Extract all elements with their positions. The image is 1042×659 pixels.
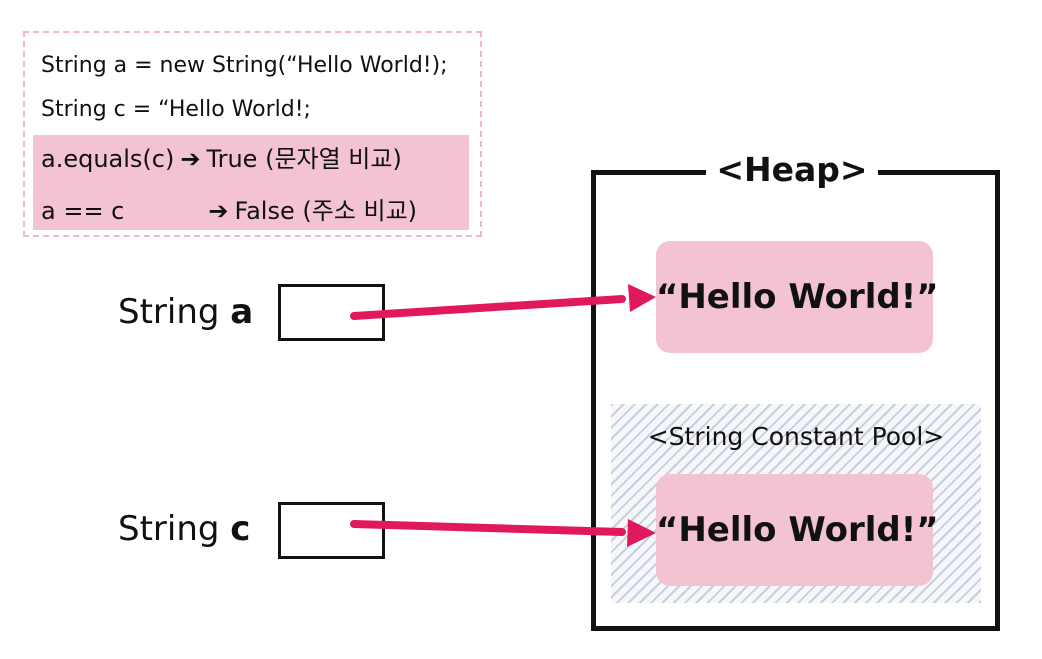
variable-c-name: c (230, 509, 251, 549)
code-snippet-box: String a = new String(“Hello World!); St… (23, 31, 482, 237)
equals-result: True (문자열 비교) (206, 145, 402, 173)
variable-c-label: String c (118, 509, 250, 549)
variable-c-type: String (118, 509, 220, 549)
comparison-highlight (33, 135, 469, 230)
arrow-a-to-heap-object (350, 295, 626, 320)
pool-title: <String Constant Pool> (647, 422, 945, 451)
equals-expression: a.equals(c) (41, 145, 175, 173)
arrow-c-head (627, 519, 656, 547)
identity-expression: a == c (41, 197, 125, 225)
code-line-equals: a.equals(c)➔True (문자열 비교) (41, 144, 402, 174)
code-line-identity: a == c ➔False (주소 비교) (41, 196, 417, 226)
identity-result: False (주소 비교) (234, 197, 418, 225)
pool-string-object: “Hello World!” (656, 474, 939, 586)
heap-string-object: “Hello World!” (656, 241, 939, 353)
code-line-1: String a = new String(“Hello World!); (41, 53, 448, 78)
code-line-2: String c = “Hello World!; (41, 97, 311, 122)
heap-title: <Heap> (706, 148, 878, 192)
arrow-a-head (628, 284, 656, 312)
right-arrow-icon: ➔ (208, 197, 229, 225)
variable-a-label: String a (118, 292, 253, 332)
variable-a-type: String (118, 292, 220, 332)
reference-box-c (278, 502, 385, 559)
arrow-c-to-pool-object (350, 520, 626, 536)
right-arrow-icon: ➔ (180, 145, 201, 173)
variable-a-name: a (230, 292, 254, 332)
